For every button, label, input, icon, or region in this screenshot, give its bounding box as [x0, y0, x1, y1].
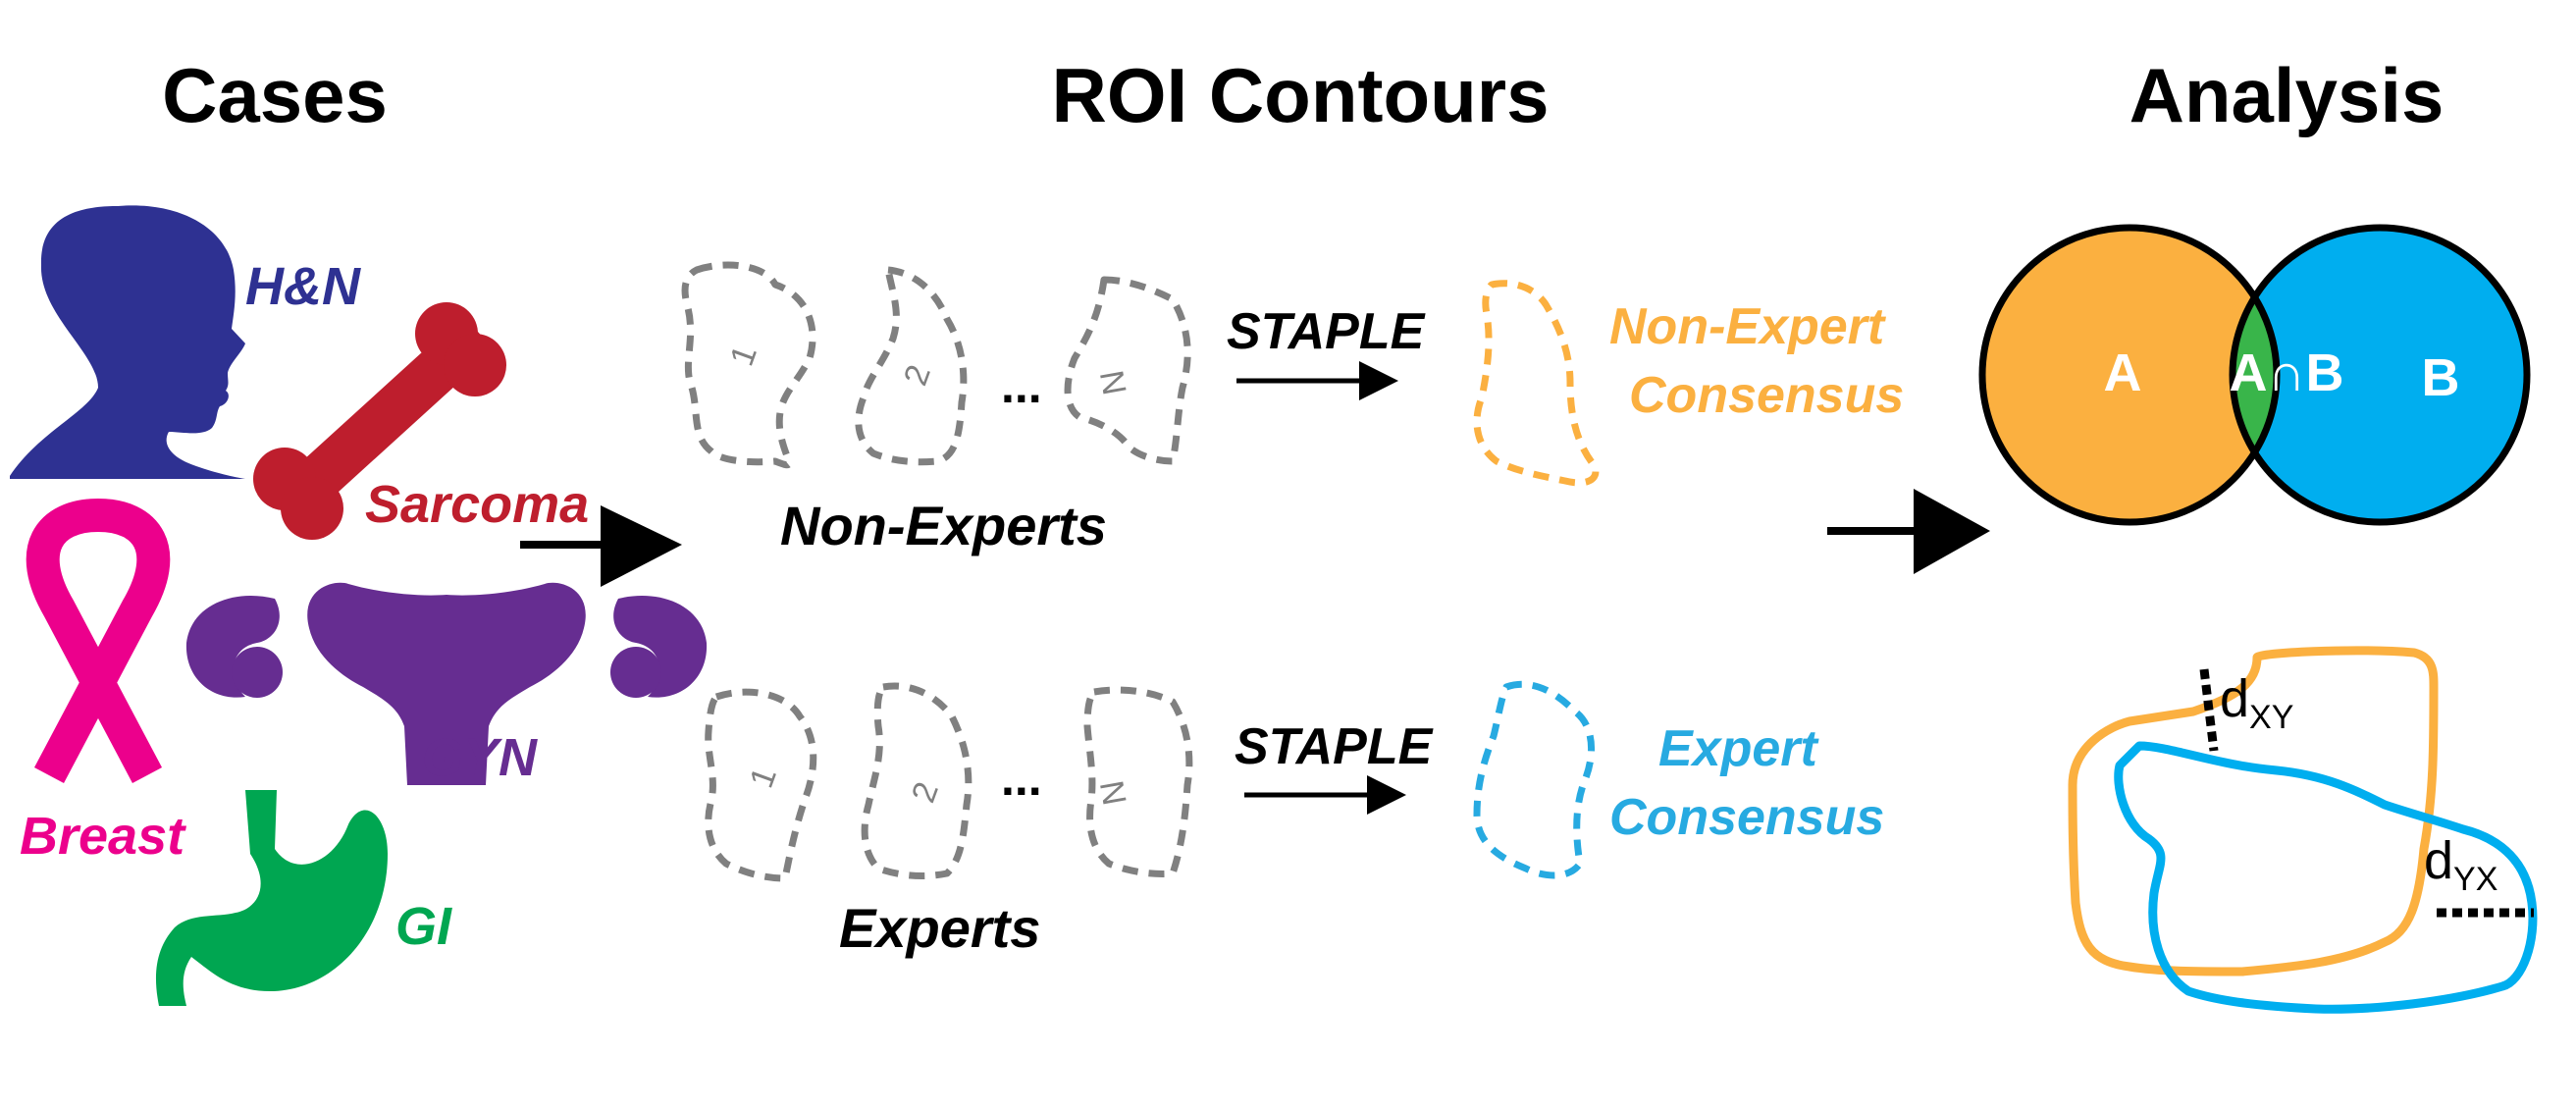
arrow-cases-to-roi — [520, 505, 682, 587]
nonexpert-contour-label-n: N — [1093, 367, 1134, 397]
venn-circle-a — [1982, 228, 2277, 522]
expert-contour-n — [1083, 686, 1193, 877]
nonexpert-contour-2 — [855, 266, 968, 466]
staple-arrow-nonexperts — [1236, 361, 1398, 400]
case-label-gi: GI — [395, 897, 452, 956]
staple-label-nonexperts: STAPLE — [1227, 303, 1426, 360]
arrow-roi-to-analysis — [1827, 489, 1990, 574]
venn-diagram — [1978, 224, 2531, 526]
staple-arrow-experts — [1244, 775, 1406, 815]
bone-icon — [253, 302, 506, 540]
contour-x-orange — [2068, 646, 2439, 976]
nonexpert-ellipsis: ... — [1001, 358, 1042, 413]
distance-dxy-label: dXY — [2220, 669, 2293, 736]
expert-consensus-label-line1: Expert — [1658, 720, 1820, 777]
expert-ellipsis: ... — [1001, 751, 1042, 806]
stomach-icon — [155, 790, 388, 1006]
heading-roi-contours: ROI Contours — [1051, 52, 1550, 138]
venn-label-intersection: A∩B — [2230, 343, 2344, 402]
heading-analysis: Analysis — [2129, 52, 2445, 138]
expert-contour-label-1: 1 — [743, 763, 784, 793]
nonexpert-consensus-contour — [1473, 280, 1600, 487]
expert-contour-label-n: N — [1093, 777, 1134, 808]
contour-y-blue — [2114, 741, 2538, 1014]
venn-circle-b — [2233, 228, 2527, 522]
venn-label-a: A — [2104, 343, 2142, 402]
case-label-hn: H&N — [245, 257, 361, 316]
expert-contour-2 — [861, 682, 973, 879]
nonexpert-contour-label-1: 1 — [723, 341, 764, 371]
staple-label-experts: STAPLE — [1235, 718, 1434, 775]
case-label-gyn: GYN — [422, 728, 538, 787]
nonexpert-consensus-label-line2: Consensus — [1629, 367, 1904, 424]
nonexpert-contour-1 — [681, 261, 816, 469]
expert-contour-1 — [705, 688, 817, 882]
case-label-sarcoma: Sarcoma — [365, 475, 589, 534]
expert-consensus-contour — [1473, 680, 1596, 879]
uterus-icon — [185, 582, 708, 785]
venn-label-b: B — [2422, 348, 2460, 407]
expert-contour-label-2: 2 — [905, 777, 946, 808]
expert-consensus-label-line2: Consensus — [1609, 789, 1884, 846]
nonexpert-contour-n — [1064, 276, 1191, 465]
nonexperts-group-label: Non-Experts — [780, 495, 1107, 556]
awareness-ribbon-icon — [26, 499, 171, 783]
nonexpert-contour-label-2: 2 — [897, 360, 938, 391]
heading-cases: Cases — [162, 52, 388, 138]
experts-group-label: Experts — [839, 897, 1040, 959]
nonexpert-consensus-label-line1: Non-Expert — [1609, 298, 1887, 355]
distance-dxy-line — [2199, 668, 2219, 752]
head-profile-icon — [10, 205, 245, 480]
distance-dyx-label: dYX — [2424, 831, 2497, 898]
case-label-breast: Breast — [20, 807, 186, 866]
